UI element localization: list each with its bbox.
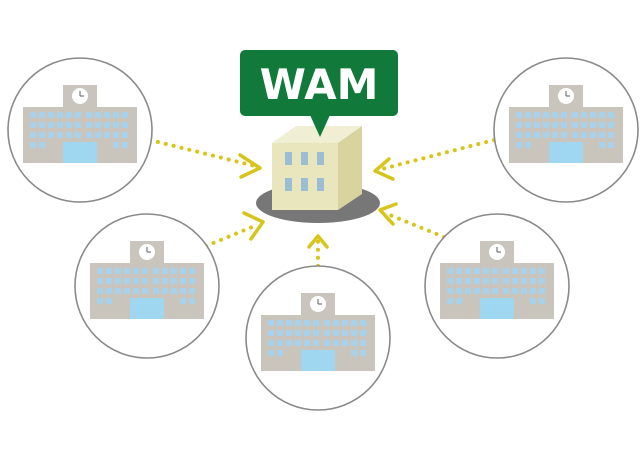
school-building-icon <box>440 241 554 319</box>
hub-label-badge: WAM <box>240 50 398 137</box>
school-building-icon <box>509 85 623 163</box>
school-node-bottom-center <box>245 265 391 411</box>
school-building-icon <box>261 293 375 371</box>
arrow-mid-right <box>378 202 446 239</box>
door <box>549 142 583 163</box>
clock-icon <box>310 296 326 312</box>
door <box>130 298 164 319</box>
school-node-top-left <box>7 57 153 203</box>
hub-label: WAM <box>260 60 379 109</box>
clock-icon <box>489 244 505 260</box>
clock-icon <box>72 88 88 104</box>
hub-building-icon <box>272 126 362 210</box>
door <box>63 142 97 163</box>
arrow-mid-left <box>204 211 265 248</box>
door <box>301 350 335 371</box>
hub: WAM <box>240 50 398 223</box>
clock-icon <box>558 88 574 104</box>
school-node-mid-right <box>424 213 570 359</box>
school-building-icon <box>90 241 204 319</box>
clock-icon <box>139 244 155 260</box>
school-node-top-right <box>493 57 639 203</box>
arrow-top-left <box>148 138 262 179</box>
door <box>480 298 514 319</box>
connector-arrows <box>148 138 496 268</box>
arrow-top-right <box>373 138 496 181</box>
arrow-bottom-center <box>307 234 329 268</box>
school-node-mid-left <box>74 213 220 359</box>
school-building-icon <box>23 85 137 163</box>
